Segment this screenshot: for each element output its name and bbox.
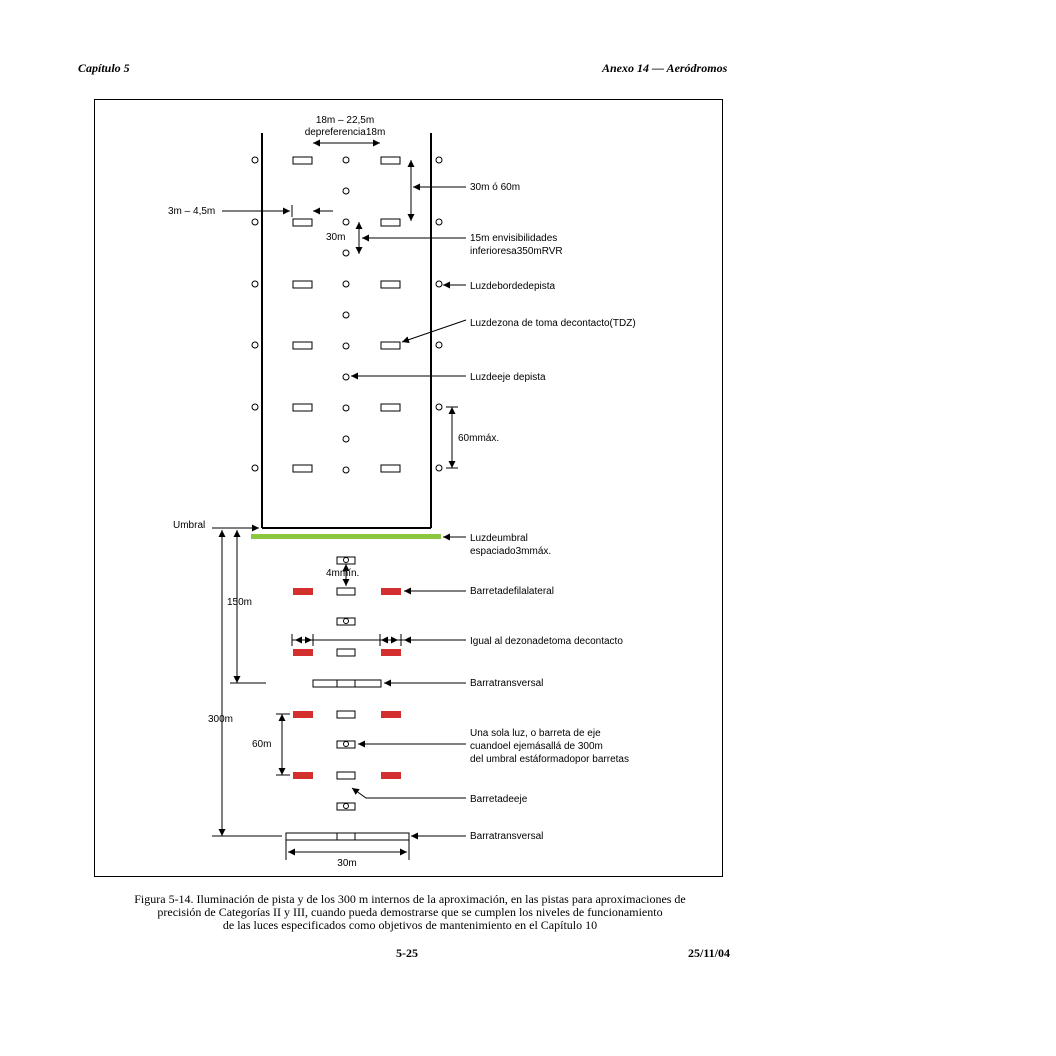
same-tdz-label: Igual al dezonadetoma decontacto — [470, 636, 623, 647]
centerline-light — [342, 404, 350, 412]
edge-light — [435, 464, 443, 472]
edge-light — [435, 218, 443, 226]
threshold-light-label-2: espaciado3mmáx. — [470, 546, 551, 557]
threshold-light-bar — [251, 534, 441, 539]
tdz-barrette — [292, 403, 313, 412]
side-row-barrette — [293, 772, 313, 779]
side-row-barrette — [293, 711, 313, 718]
min-4-label: 4mmín. — [326, 568, 359, 579]
tdz-barrette — [380, 156, 401, 165]
tdz-light-label: Luzdezona de toma decontacto(TDZ) — [470, 318, 636, 329]
tdz-gap-label: 3m – 4,5m — [168, 206, 215, 217]
caption-line-2: precisión de Categorías II y III, cuando… — [157, 905, 663, 919]
figure-caption: Figura 5-14. Iluminación de pista y de l… — [100, 893, 720, 932]
edge-light — [435, 403, 443, 411]
centerline-barrette — [336, 710, 356, 719]
bottom-30-label: 30m — [337, 858, 356, 869]
d300-label: 300m — [208, 714, 233, 725]
centerline-light — [342, 466, 350, 474]
tdz-barrette — [380, 280, 401, 289]
threshold-label: Umbral — [173, 520, 205, 531]
edge-light — [435, 341, 443, 349]
d60-label: 60m — [252, 739, 271, 750]
tdz-barrette — [380, 341, 401, 350]
edge-light — [435, 156, 443, 164]
centerline-barrette — [336, 771, 356, 780]
centerline-light — [342, 280, 350, 288]
centerline-barrette-light — [343, 803, 349, 809]
tdz-barrette — [292, 280, 313, 289]
centerline-light — [342, 218, 350, 226]
edge-light — [251, 341, 259, 349]
spacing-30-60-label: 30m ó 60m — [470, 182, 520, 193]
single-light-label-2: cuandoel ejemásallá de 300m — [470, 741, 603, 752]
edge-light — [435, 280, 443, 288]
tdz-barrette — [292, 156, 313, 165]
crossbar-150 — [312, 679, 382, 688]
chapter-header: Capítulo 5 — [78, 61, 130, 75]
crossbar2-label: Barratransversal — [470, 831, 543, 842]
edge-light-label: Luzdebordedepista — [470, 281, 556, 292]
edge-light — [251, 464, 259, 472]
footer-date: 25/11/04 — [688, 946, 731, 960]
tdz-light-leader — [401, 319, 467, 344]
edge-light — [251, 156, 259, 164]
spacing-30-label: 30m — [326, 232, 345, 243]
centerline-light — [342, 342, 350, 350]
tdz-barrette — [292, 341, 313, 350]
centerline-barrette-light — [343, 618, 349, 624]
centerline-light — [342, 187, 350, 195]
side-row-barrette — [381, 772, 401, 779]
side-row-barrette — [381, 649, 401, 656]
side-row-barrette — [381, 588, 401, 595]
crossbar-label: Barratransversal — [470, 678, 543, 689]
centerline-bar-label: Barretadeeje — [470, 794, 528, 805]
low-vis-label-1: 15m envisibilidades — [470, 233, 557, 244]
centerline-light-label: Luzdeeje depista — [470, 372, 546, 383]
low-vis-label-2: inferioresa350mRVR — [470, 246, 563, 257]
figure-frame — [94, 99, 723, 877]
tdz-barrette — [380, 403, 401, 412]
centerline-barrette — [336, 648, 356, 657]
centerline-light — [342, 311, 350, 319]
centerline-light — [342, 156, 350, 164]
caption-line-1: Figura 5-14. Iluminación de pista y de l… — [134, 892, 686, 906]
centerline-barrette — [336, 587, 356, 596]
side-row-label: Barretadefilalateral — [470, 586, 554, 597]
threshold-light-label-1: Luzdeumbral — [470, 533, 528, 544]
edge-light — [251, 403, 259, 411]
tdz-barrette — [292, 218, 313, 227]
centerline-bar-leader — [351, 787, 466, 799]
side-row-barrette — [293, 649, 313, 656]
width-top-label-1: 18m – 22,5m — [316, 115, 374, 126]
tdz-barrette — [380, 464, 401, 473]
edge-light — [251, 280, 259, 288]
centerline-barrette-light — [343, 557, 349, 563]
side-row-barrette — [381, 711, 401, 718]
runway-lights — [251, 156, 443, 474]
side-row-barrette — [293, 588, 313, 595]
single-light-label-1: Una sola luz, o barreta de eje — [470, 728, 601, 739]
single-light-label-3: del umbral estáformadopor barretas — [470, 754, 629, 765]
centerline-light — [342, 249, 350, 257]
width-top-label-2: depreferencia18m — [305, 127, 386, 138]
crossbar-300 — [285, 832, 410, 841]
centerline-light — [342, 373, 350, 381]
d150-label: 150m — [227, 597, 252, 608]
centerline-barrette-light — [343, 741, 349, 747]
edge-light — [251, 218, 259, 226]
centerline-light — [342, 435, 350, 443]
approach-lights — [285, 556, 410, 841]
annex-header: Anexo 14 — Aeródromos — [602, 61, 728, 75]
max-60-label: 60mmáx. — [458, 433, 499, 444]
page-number: 5-25 — [396, 946, 418, 960]
tdz-barrette — [292, 464, 313, 473]
tdz-barrette — [380, 218, 401, 227]
caption-line-3: de las luces especificados como objetivo… — [222, 918, 598, 932]
